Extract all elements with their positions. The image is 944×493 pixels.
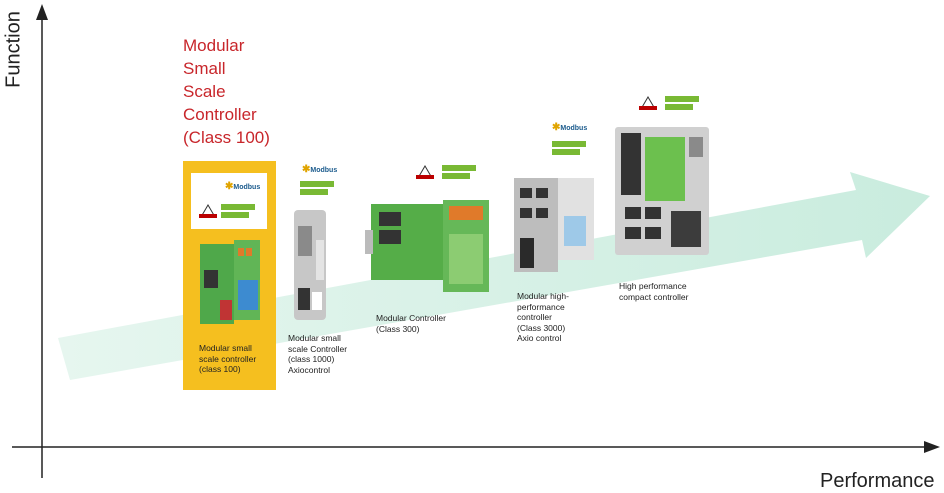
device-class-3000 <box>514 178 594 272</box>
device-class-1000 <box>294 210 326 320</box>
profinet-logo <box>639 96 699 110</box>
device-class-100 <box>200 240 260 324</box>
caption-line: (class 1000) <box>288 354 335 364</box>
profinet-logo <box>300 181 334 195</box>
caption-line: (Class 3000) <box>517 322 566 333</box>
caption-compact-controller: High performance compact controller <box>619 281 688 302</box>
caption-line: Axio control <box>517 333 562 343</box>
diagram-title: Modular Small Scale Controller (Class 10… <box>183 34 303 149</box>
caption-line: performance <box>517 301 565 312</box>
y-axis-label: Function <box>2 11 25 88</box>
y-axis-arrowhead <box>36 4 48 20</box>
modbus-logo: ✱Modbus <box>302 164 338 175</box>
profinet-logo <box>552 141 586 155</box>
caption-line: scale Controller <box>288 343 348 354</box>
caption-line: Modular high- <box>517 291 569 301</box>
caption-line: controller <box>517 312 552 322</box>
device-compact-controller <box>615 127 709 255</box>
modbus-logo: ✱Modbus <box>225 181 261 192</box>
caption-line: compact controller <box>619 291 689 302</box>
caption-line: scale controller <box>199 353 257 364</box>
caption-line: Axiocontrol <box>288 364 331 375</box>
caption-line: Modular small <box>288 333 341 343</box>
caption-class-3000: Modular high- performance controller (Cl… <box>517 291 569 344</box>
trend-arrow <box>58 172 930 380</box>
device-class-300 <box>365 200 489 292</box>
caption-line: High performance <box>619 281 687 291</box>
title-line: Small <box>183 59 226 78</box>
logo-card: ✱Modbus <box>191 173 267 229</box>
title-line: Modular <box>183 36 245 55</box>
modbus-logo: ✱Modbus <box>552 122 588 133</box>
caption-line: (Class 300) <box>376 323 420 334</box>
caption-line: (class 100) <box>199 364 241 374</box>
title-line: Scale <box>183 82 226 101</box>
profinet-logo <box>199 204 255 218</box>
caption-line: Modular small <box>199 343 252 353</box>
x-axis-label: Performance <box>820 470 935 492</box>
title-line: Controller <box>183 105 257 124</box>
caption-line: Modular Controller <box>376 313 446 323</box>
title-line: (Class 100) <box>183 128 270 147</box>
caption-class-300: Modular Controller (Class 300) <box>376 313 446 334</box>
x-axis-arrowhead <box>924 441 940 453</box>
caption-class-1000: Modular small scale Controller (class 10… <box>288 333 347 375</box>
caption-class-100: Modular small scale controller (class 10… <box>199 343 256 375</box>
profinet-logo <box>416 165 476 179</box>
